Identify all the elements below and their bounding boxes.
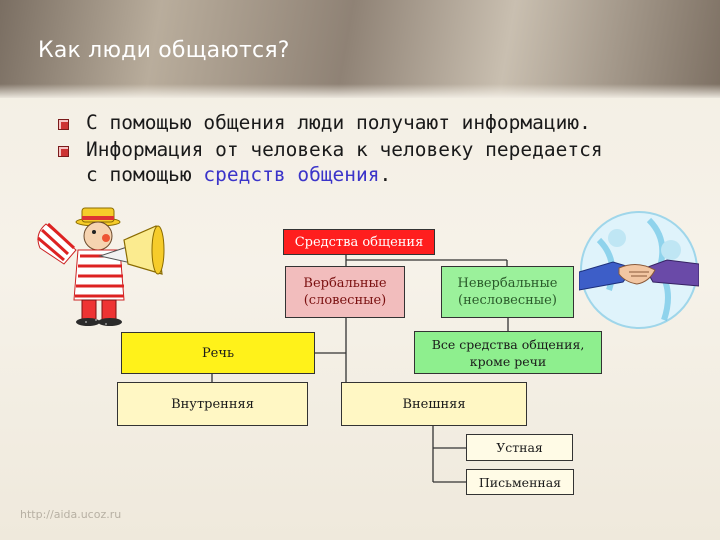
node-label: Все средства общения, <box>431 336 585 352</box>
slide-title: Как люди общаются? <box>38 38 290 63</box>
node-label: Устная <box>496 440 543 455</box>
title-bar: Как люди общаются? <box>0 0 720 98</box>
node-label: Внутренняя <box>171 396 254 412</box>
node-sublabel: кроме речи <box>469 353 547 369</box>
highlighted-term: средств общения <box>203 163 380 186</box>
node-written: Письменная <box>466 469 574 495</box>
node-outer-speech: Внешняя <box>341 382 527 426</box>
bullet-text: Информация от человека к человеку переда… <box>86 138 603 186</box>
node-label: Невербальные <box>457 276 558 291</box>
bullet-list: С помощью общения люди получают информац… <box>58 110 618 187</box>
clown-megaphone-icon <box>37 207 165 326</box>
node-oral: Устная <box>466 434 573 461</box>
bullet-item: Информация от человека к человеку переда… <box>58 137 618 187</box>
node-nonverbal: Невербальные (несловесные) <box>441 266 574 318</box>
bullet-text: С помощью общения люди получают информац… <box>86 111 591 134</box>
node-label: Речь <box>201 345 235 361</box>
node-means-of-communication: Средства общения <box>283 229 435 255</box>
square-bullet-icon <box>58 119 69 130</box>
node-speech: Речь <box>121 332 315 374</box>
node-sublabel: (несловесные) <box>458 293 557 308</box>
watermark: http://aida.ucoz.ru <box>20 508 122 521</box>
node-label: Письменная <box>478 474 562 490</box>
node-label: Внешняя <box>402 396 466 412</box>
decorative-dots <box>85 319 107 325</box>
square-bullet-icon <box>58 146 69 157</box>
node-inner-speech: Внутренняя <box>117 382 308 426</box>
bullet-item: С помощью общения люди получают информац… <box>58 110 618 135</box>
node-all-means-except-speech: Все средства общения, кроме речи <box>414 331 602 374</box>
handshake-globe-icon <box>579 211 699 329</box>
bullet-text-end: . <box>379 163 392 186</box>
node-label: Средства общения <box>294 234 424 250</box>
node-sublabel: (словесные) <box>303 293 387 308</box>
node-label: Вербальные <box>303 276 387 291</box>
node-verbal: Вербальные (словесные) <box>285 266 405 318</box>
